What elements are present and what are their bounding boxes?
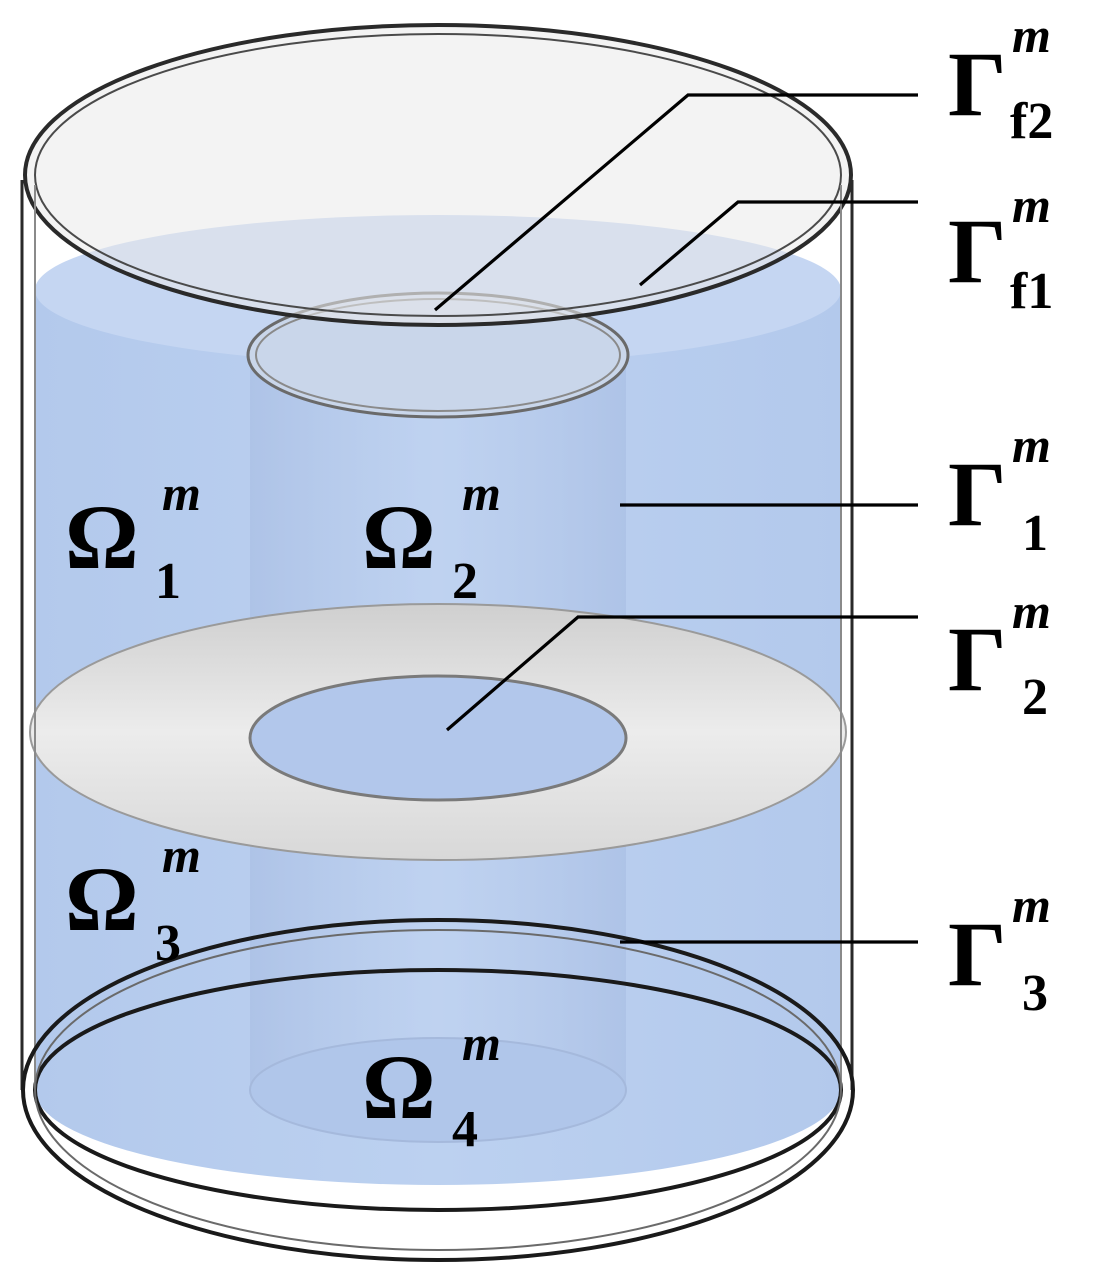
label-gamma-2-sup: m: [1012, 583, 1051, 639]
label-gamma-f2: Γ: [948, 33, 1007, 135]
label-omega-3-sup: m: [162, 827, 201, 883]
label-gamma-2-sub: 2: [1022, 669, 1048, 726]
label-gamma-3-sup: m: [1012, 877, 1051, 933]
glass-base-outer: [21, 918, 855, 1262]
label-omega-2-sub: 2: [452, 553, 478, 610]
label-omega-1-sup: m: [162, 465, 201, 521]
inner-cylinder-bottom: [249, 1037, 627, 1143]
label-omega-3: Ω: [65, 848, 139, 950]
label-gamma-f1: Γ: [948, 200, 1007, 302]
glass-lid-inner-rim: [34, 33, 842, 317]
leader-gamma-f2: [433, 93, 918, 312]
label-gamma-1-sup: m: [1012, 417, 1051, 473]
label-omega-2-sup: m: [462, 465, 501, 521]
label-gamma-1: Γ: [948, 443, 1007, 545]
label-gamma-3: Γ: [948, 903, 1007, 1005]
glass-lid: [23, 23, 853, 327]
leader-gamma-2: [445, 615, 918, 732]
label-omega-1: Ω: [65, 486, 139, 588]
leader-gamma-f1: [638, 200, 918, 287]
label-omega-4-sub: 4: [452, 1101, 478, 1158]
label-gamma-f1-sub: f1: [1010, 263, 1053, 320]
label-omega-4-sup: m: [462, 1015, 501, 1071]
label-omega-2: Ω: [362, 486, 436, 588]
label-gamma-f1-sup: m: [1012, 177, 1051, 233]
label-gamma-3-sub: 3: [1022, 965, 1048, 1022]
label-omega-3-sub: 3: [155, 915, 181, 972]
label-gamma-2: Γ: [948, 608, 1007, 710]
label-gamma-f2-sup: m: [1012, 7, 1051, 63]
label-gamma-1-sub: 1: [1022, 505, 1048, 562]
label-omega-4: Ω: [362, 1036, 436, 1138]
baffle-hole: [248, 674, 628, 802]
label-gamma-f2-sub: f2: [1010, 93, 1053, 150]
glass-base-inner: [34, 929, 842, 1251]
label-omega-1-sub: 1: [155, 553, 181, 610]
